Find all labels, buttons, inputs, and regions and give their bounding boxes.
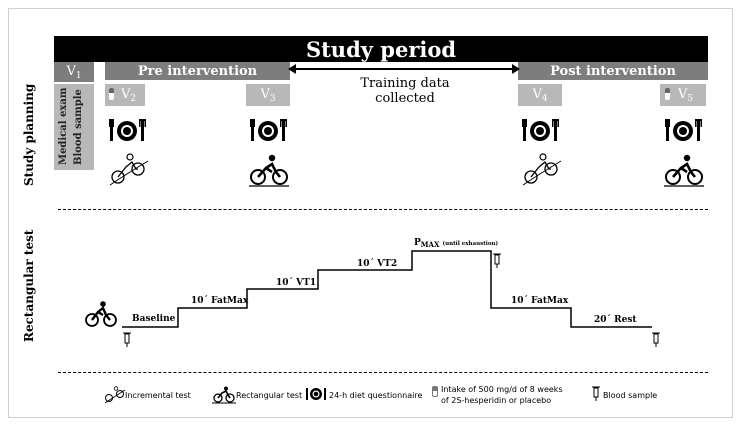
- v2-sub: 2: [130, 94, 137, 104]
- post-intervention-bar: Post intervention: [518, 62, 708, 80]
- pmax-p: P: [414, 238, 421, 248]
- diet-icon: [665, 119, 702, 141]
- incremental-bike-icon: [109, 153, 149, 186]
- legend-blood: Blood sample: [603, 391, 658, 400]
- training-label: Training data collected: [360, 76, 450, 106]
- training-arrow: [288, 64, 520, 74]
- incremental-bike-icon: [104, 386, 126, 404]
- pmax-note: (until exhaustion): [442, 241, 499, 247]
- separator-top: [58, 209, 708, 210]
- step-vt1: 10´ VT1: [276, 278, 317, 288]
- pill-icon: [665, 88, 670, 100]
- v1-label: V: [66, 64, 76, 79]
- v4-label: V: [532, 87, 542, 102]
- rectangular-bike-icon: [249, 154, 289, 187]
- diet-icon: [522, 119, 559, 141]
- legend-incremental: Incremental test: [125, 391, 191, 400]
- rectangular-bike-icon: [85, 301, 117, 327]
- v2-label: V: [121, 87, 131, 102]
- blood-sample-icon: [493, 253, 501, 268]
- pre-intervention-bar: Pre intervention: [105, 62, 290, 80]
- step-vt2: 10´ VT2: [357, 259, 398, 269]
- legend-rectangular: Rectangular test: [236, 391, 303, 400]
- visit-v3: V3: [246, 84, 290, 106]
- rectangular-bike-icon: [664, 154, 704, 187]
- separator-bottom: [58, 372, 708, 373]
- blood-sample-icon: [592, 386, 600, 401]
- v3-label: V: [260, 87, 270, 102]
- diet-icon: [306, 388, 326, 400]
- pmax-sub: MAX: [420, 240, 440, 249]
- legend-diet: 24-h diet questionnaire: [329, 391, 423, 400]
- diet-icon: [250, 119, 287, 141]
- pill-icon: [432, 386, 438, 397]
- visit-v5: V5: [660, 84, 706, 106]
- diet-icon: [109, 119, 146, 141]
- pill-icon: [109, 88, 114, 100]
- v3-sub: 3: [269, 94, 276, 104]
- study-period-bar: Study period: [54, 36, 708, 62]
- v5-label: V: [678, 87, 688, 102]
- step-baseline: Baseline: [132, 314, 176, 324]
- legend-intake-line2: of 2S-hesperidin or placebo: [441, 396, 552, 405]
- medical-exam-box: Medical exam Blood sample: [54, 84, 94, 170]
- legend-intake-line1: Intake of 500 mg/d of 8 weeks: [441, 385, 563, 394]
- blood-sample-icon: [652, 332, 660, 347]
- v5-sub: 5: [687, 94, 694, 104]
- step-pmax: PMAX (until exhaustion): [414, 238, 498, 249]
- v1-box: V1: [54, 62, 94, 82]
- visit-v2: V2: [105, 84, 145, 106]
- figure-frame: [8, 8, 733, 418]
- v1-sub: 1: [75, 71, 82, 81]
- rectangular-bike-icon: [212, 386, 236, 404]
- step-fatmax-2: 10´ FatMax: [511, 296, 569, 306]
- step-fatmax-1: 10´ FatMax: [191, 296, 249, 306]
- blood-sample-icon: [123, 332, 131, 347]
- visit-v4: V4: [518, 84, 562, 106]
- v4-sub: 4: [541, 94, 548, 104]
- incremental-bike-icon: [522, 153, 562, 186]
- step-rest: 20´ Rest: [594, 315, 637, 325]
